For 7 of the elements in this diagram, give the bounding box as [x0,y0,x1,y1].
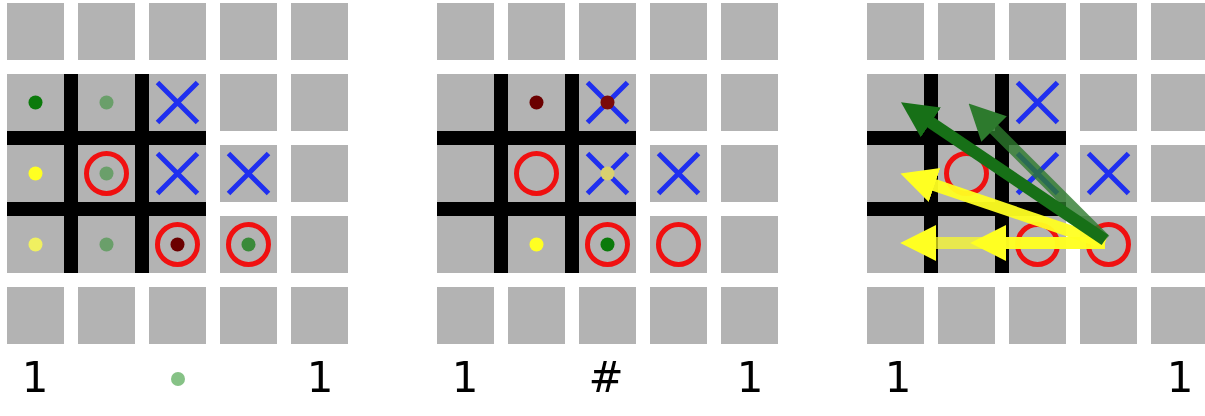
board-label: 1 [306,354,334,402]
board-label: 1 [21,354,49,402]
board-label: 1 [1166,354,1194,402]
board-label: # [588,354,624,402]
board-label: 1 [736,354,764,402]
board-label: 1 [884,354,912,402]
board-label: 1 [451,354,479,402]
